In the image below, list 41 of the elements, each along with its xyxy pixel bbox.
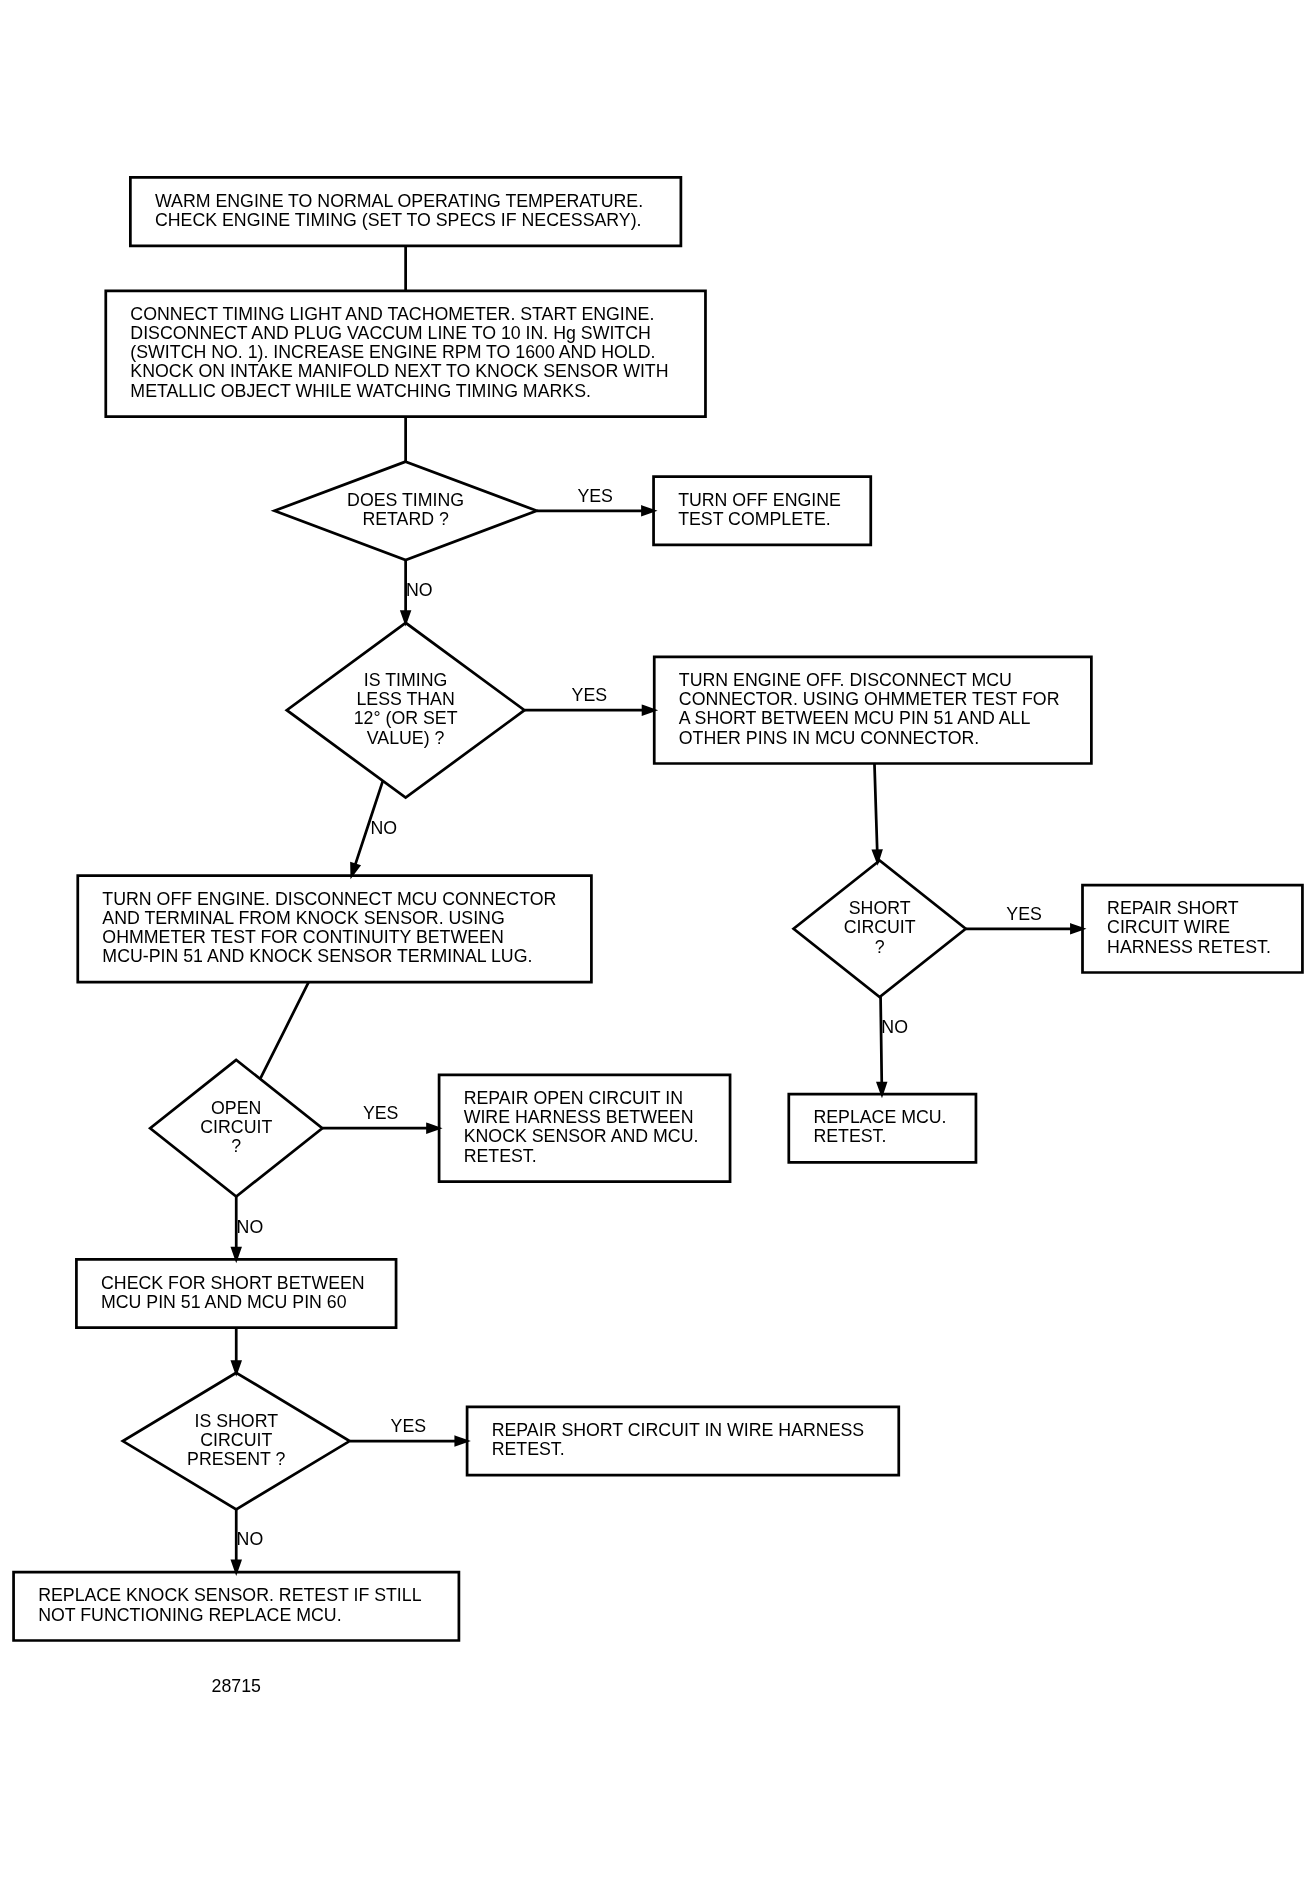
- arrow: [524, 704, 659, 716]
- connector: [404, 416, 407, 462]
- arrow: [399, 560, 412, 627]
- node-box: WARM ENGINE TO NORMAL OPERATING TEMPERATURE. CHECK ENGINE TIMING (SET TO SPECS IF NECESSARY).: [129, 176, 683, 248]
- node-diamond: OPEN CIRCUIT ?: [147, 1058, 325, 1199]
- node-box: REPLACE MCU. RETEST.: [787, 1092, 978, 1164]
- node-box: REPAIR SHORT CIRCUIT WIRE HARNESS RETEST.: [1081, 883, 1304, 974]
- edge-label: YES: [390, 1416, 427, 1437]
- edge-label: NO: [881, 1017, 908, 1038]
- edge-label: YES: [362, 1103, 399, 1124]
- arrow: [350, 1435, 471, 1447]
- connector: [259, 981, 310, 1080]
- arrow: [536, 505, 658, 517]
- arrow: [965, 923, 1087, 935]
- edge-label: NO: [370, 817, 398, 838]
- node-box: REPAIR SHORT CIRCUIT IN WIRE HARNESS RETEST.: [465, 1405, 901, 1477]
- arrow: [230, 1327, 242, 1377]
- node-box: CHECK FOR SHORT BETWEEN MCU PIN 51 AND MCU PIN 60: [75, 1258, 398, 1330]
- node-box: TURN OFF ENGINE. DISCONNECT MCU CONNECTOR AND TERMINAL FROM KNOCK SENSOR. USING OHMMETER TEST FOR CONTINUITY BETWEEN MCU-PIN 51 AND KNOCK SENSOR TERMINAL LUG.: [76, 874, 593, 984]
- edge-label: YES: [577, 485, 613, 506]
- node-diamond: SHORT CIRCUIT ?: [791, 858, 968, 999]
- arrow: [350, 780, 385, 880]
- edge-label: NO: [236, 1216, 264, 1237]
- arrow: [322, 1122, 443, 1134]
- edge-label: NO: [236, 1529, 264, 1550]
- edge-label: YES: [1006, 903, 1042, 924]
- node-box: REPLACE KNOCK SENSOR. RETEST IF STILL NOT FUNCTIONING REPLACE MCU.: [12, 1570, 461, 1642]
- node-diamond: IS TIMING LESS THAN 12° (OR SET VALUE) ?: [284, 621, 527, 800]
- arrow: [876, 996, 888, 1099]
- node-box: TURN ENGINE OFF. DISCONNECT MCU CONNECTOR. USING OHMMETER TEST FOR A SHORT BETWEEN MCU PIN 51 AND ALL OTHER PINS IN MCU CONNECTOR.: [652, 655, 1093, 765]
- arrow: [230, 1509, 242, 1576]
- label: 28715: [211, 1675, 261, 1696]
- connector: [404, 246, 407, 291]
- node-box: CONNECT TIMING LIGHT AND TACHOMETER. START ENGINE. DISCONNECT AND PLUG VACCUM LINE TO 10 IN. Hg SWITCH (SWITCH NO. 1). INCREASE ENGINE RPM TO 1600 AND HOLD. KNOCK ON INTAKE MANIFOLD NEXT TO KNOCK SENSOR WITH METALLIC OBJECT WHILE WATCHING TIMING MARKS.: [104, 289, 707, 418]
- edge-label: NO: [405, 580, 433, 601]
- arrow: [230, 1196, 242, 1264]
- edge-label: YES: [571, 685, 608, 706]
- node-box: TURN OFF ENGINE TEST COMPLETE.: [652, 475, 873, 547]
- node-box: REPAIR OPEN CIRCUIT IN WIRE HARNESS BETWEEN KNOCK SENSOR AND MCU. RETEST.: [437, 1073, 732, 1183]
- node-diamond: IS SHORT CIRCUIT PRESENT ?: [120, 1371, 353, 1511]
- arrow: [871, 763, 883, 866]
